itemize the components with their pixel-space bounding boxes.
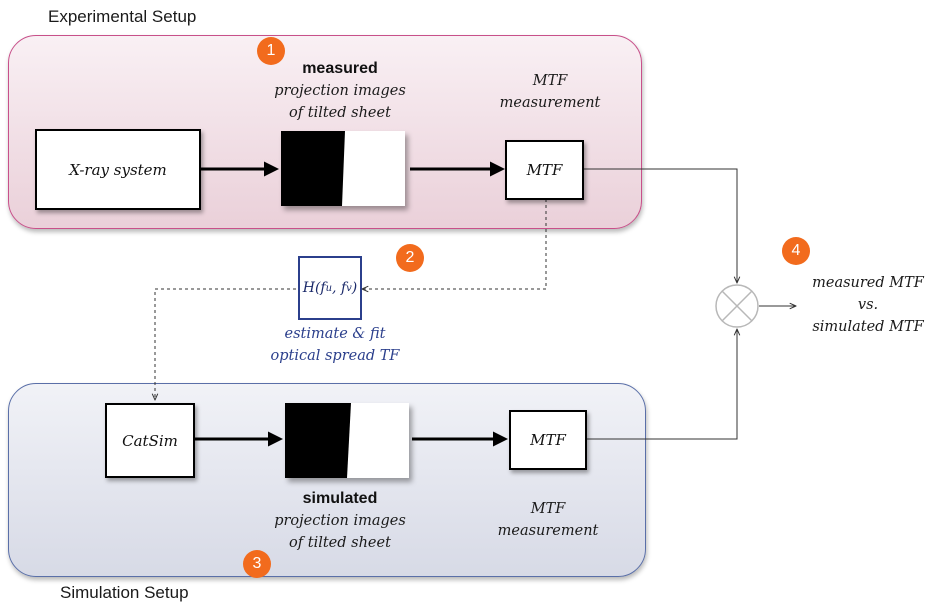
simulated-caption: simulated projection images of tilted sh… <box>274 490 406 551</box>
experimental-setup-title: Experimental Setup <box>48 7 197 26</box>
catsim-box: CatSim <box>105 403 195 478</box>
line-mtf-exp-to-compare <box>584 168 737 283</box>
step-4-badge: 4 <box>782 237 810 265</box>
comparator-icon <box>715 284 759 328</box>
step-1-badge: 1 <box>257 37 285 65</box>
mtf-box-simulation: MTF <box>509 410 587 470</box>
simulated-sheet-image <box>285 403 409 478</box>
step-2-badge: 2 <box>396 244 424 272</box>
mtf-measurement-label-experimental: MTF measurement <box>499 73 601 111</box>
dashed-h-to-catsim <box>155 288 296 400</box>
simulation-setup-title: Simulation Setup <box>60 583 189 602</box>
step-3-badge: 3 <box>243 550 271 578</box>
xray-system-box: X-ray system <box>35 129 201 210</box>
line-mtf-sim-to-compare <box>586 329 737 440</box>
comparison-caption: measured MTF vs. simulated MTF <box>812 275 924 335</box>
mtf-box-experimental: MTF <box>505 140 584 200</box>
mtf-measurement-label-simulation: MTF measurement <box>497 501 599 539</box>
measured-sheet-image <box>281 131 405 206</box>
estimate-caption: estimate & fit optical spread TF <box>270 326 400 364</box>
measured-caption: measured projection images of tilted she… <box>274 60 406 121</box>
dashed-mtf-to-h <box>362 199 547 289</box>
